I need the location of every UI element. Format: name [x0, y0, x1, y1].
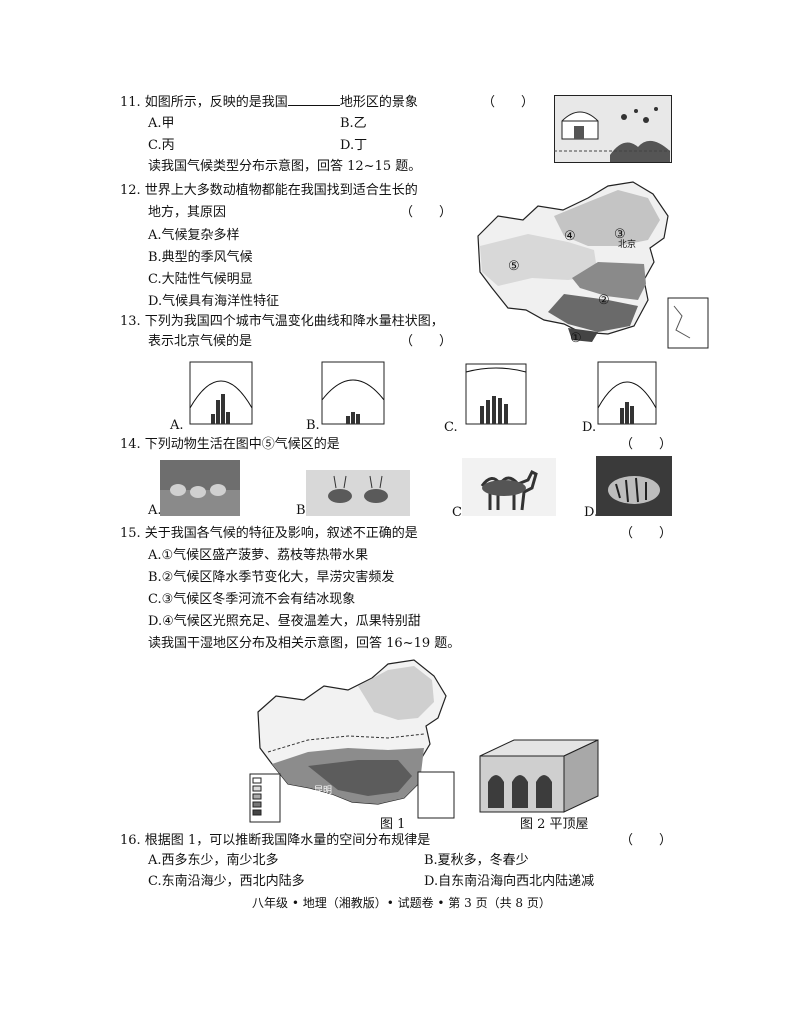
- q16-option-a: A.西多东少，南少北多: [148, 853, 279, 868]
- figure-1-caption: 图 1: [380, 817, 406, 832]
- q14-option-d: D.: [584, 505, 599, 520]
- q14-stem: 14. 下列动物生活在图中⑤气候区的是: [120, 437, 340, 452]
- q15-paren: （ ）: [620, 526, 673, 541]
- kunming-label: 昆明: [314, 786, 333, 796]
- tiger-image: [596, 456, 672, 516]
- china-dry-wet-map: 昆明: [248, 656, 464, 824]
- q15-option-b: B.②气候区降水季节变化大，旱涝灾害频发: [148, 570, 395, 585]
- q11-option-b: B.乙: [340, 116, 367, 131]
- sheep-herd-image: [160, 460, 240, 516]
- q14-paren: （ ）: [620, 437, 673, 452]
- climate-chart-a: [176, 356, 256, 428]
- q16-option-b: B.夏秋多，冬春少: [424, 853, 529, 868]
- q11-option-a: A.甲: [148, 116, 175, 131]
- q13-option-a: A.: [170, 418, 184, 433]
- q12-option-d: D.气候具有海洋性特征: [148, 294, 280, 309]
- q13-stem-line1: 13. 下列为我国四个城市气温变化曲线和降水量柱状图，: [120, 314, 444, 329]
- q16-stem: 16. 根据图 1，可以推断我国降水量的空间分布规律是: [120, 833, 431, 848]
- q11-paren: （ ）: [482, 95, 535, 110]
- q12-stem-line1: 12. 世界上大多数动植物都能在我国找到适合生长的: [120, 183, 418, 198]
- read-instruction-1: 读我国气候类型分布示意图，回答 12~15 题。: [148, 159, 422, 174]
- climate-zone-5-label: ⑤: [508, 259, 520, 274]
- q12-stem-line2: 地方，其原因: [148, 205, 227, 220]
- climate-chart-b: [312, 356, 392, 428]
- q13-option-b: B.: [306, 418, 320, 433]
- q11-option-d: D.丁: [340, 138, 368, 153]
- climate-chart-d: [594, 356, 672, 428]
- q12-option-b: B.典型的季风气候: [148, 250, 253, 265]
- q15-stem: 15. 关于我国各气候的特征及影响，叙述不正确的是: [120, 526, 418, 541]
- climate-chart-c: [462, 360, 530, 428]
- q11-option-c: C.丙: [148, 138, 175, 153]
- climate-zone-1-label: ①: [570, 331, 582, 346]
- q13-stem-line2: 表示北京气候的是: [148, 334, 253, 349]
- q16-option-d: D.自东南沿海向西北内陆递减: [424, 874, 595, 889]
- antelope-image: [306, 470, 410, 516]
- q13-option-d: D.: [582, 420, 597, 435]
- read-instruction-2: 读我国干湿地区分布及相关示意图，回答 16~19 题。: [148, 636, 461, 651]
- climate-zone-3-label: ③: [614, 227, 626, 242]
- q15-option-c: C.③气候区冬季河流不会有结冰现象: [148, 592, 356, 607]
- q13-option-c: C.: [444, 420, 458, 435]
- answer-blank: [287, 95, 340, 106]
- q16-paren: （ ）: [620, 833, 673, 848]
- q12-paren: （ ）: [400, 205, 453, 220]
- q12-option-c: C.大陆性气候明显: [148, 272, 253, 287]
- flat-roof-house-image: [474, 734, 604, 816]
- climate-zone-4-label: ④: [564, 229, 576, 244]
- q12-option-a: A.气候复杂多样: [148, 228, 240, 243]
- q16-option-c: C.东南沿海少，西北内陆多: [148, 874, 305, 889]
- china-climate-map: ④ ③ ⑤ ② ① 北京: [468, 176, 714, 352]
- q15-option-a: A.①气候区盛产菠萝、荔枝等热带水果: [148, 548, 369, 563]
- q14-option-a: A.: [148, 503, 162, 518]
- page-footer: 八年级 • 地理（湘教版）• 试题卷 • 第 3 页（共 8 页）: [252, 896, 551, 910]
- q13-paren: （ ）: [400, 334, 453, 349]
- beijing-label: 北京: [618, 240, 637, 250]
- q11-stem: 11. 如图所示，反映的是我国地形区的景象: [120, 95, 418, 110]
- camel-image: [462, 458, 556, 516]
- yurt-landscape-image: [554, 95, 672, 163]
- q15-option-d: D.④气候区光照充足、昼夜温差大，瓜果特别甜: [148, 614, 421, 629]
- figure-2-caption: 图 2 平顶屋: [520, 817, 589, 832]
- climate-zone-2-label: ②: [598, 293, 610, 308]
